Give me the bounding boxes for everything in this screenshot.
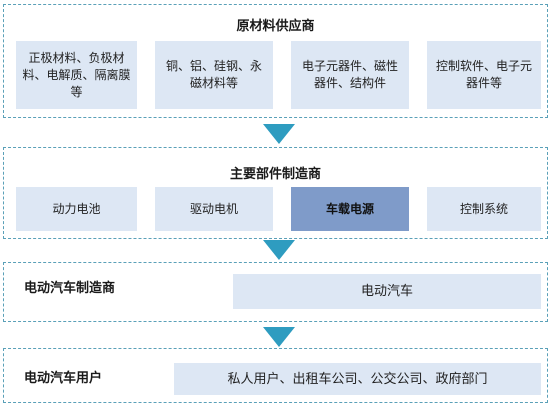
section-raw-material-suppliers: 原材料供应商 正极材料、负极材料、电解质、隔离膜等 铜、铝、硅钢、永磁材料等 电… <box>3 4 548 118</box>
component-box-control-system: 控制系统 <box>427 187 541 231</box>
component-box-onboard-power: 车载电源 <box>291 187 409 231</box>
section-title: 主要部件制造商 <box>229 167 321 182</box>
component-box-power-battery: 动力电池 <box>16 187 137 231</box>
component-box-drive-motor: 驱动电机 <box>155 187 273 231</box>
down-arrow-1 <box>263 124 295 144</box>
raw-material-box-battery: 正极材料、负极材料、电解质、隔离膜等 <box>16 41 137 109</box>
raw-material-box-software: 控制软件、电子元器件等 <box>427 41 541 109</box>
down-arrow-2 <box>263 240 295 260</box>
ev-users-box: 私人用户、出租车公司、公交公司、政府部门 <box>174 363 541 395</box>
section-title: 原材料供应商 <box>236 19 315 34</box>
section-component-manufacturers: 主要部件制造商 动力电池 驱动电机 车载电源 控制系统 <box>3 147 548 239</box>
section-title: 电动汽车制造商 <box>24 281 116 296</box>
section-ev-users: 电动汽车用户 私人用户、出租车公司、公交公司、政府部门 <box>3 348 548 403</box>
raw-material-box-electronics: 电子元器件、磁性器件、结构件 <box>291 41 409 109</box>
down-arrow-3 <box>263 327 295 347</box>
section-ev-manufacturers: 电动汽车制造商 电动汽车 <box>3 262 548 322</box>
ev-box: 电动汽车 <box>233 274 541 309</box>
raw-material-box-metals: 铜、铝、硅钢、永磁材料等 <box>155 41 273 109</box>
section-title: 电动汽车用户 <box>24 371 103 386</box>
